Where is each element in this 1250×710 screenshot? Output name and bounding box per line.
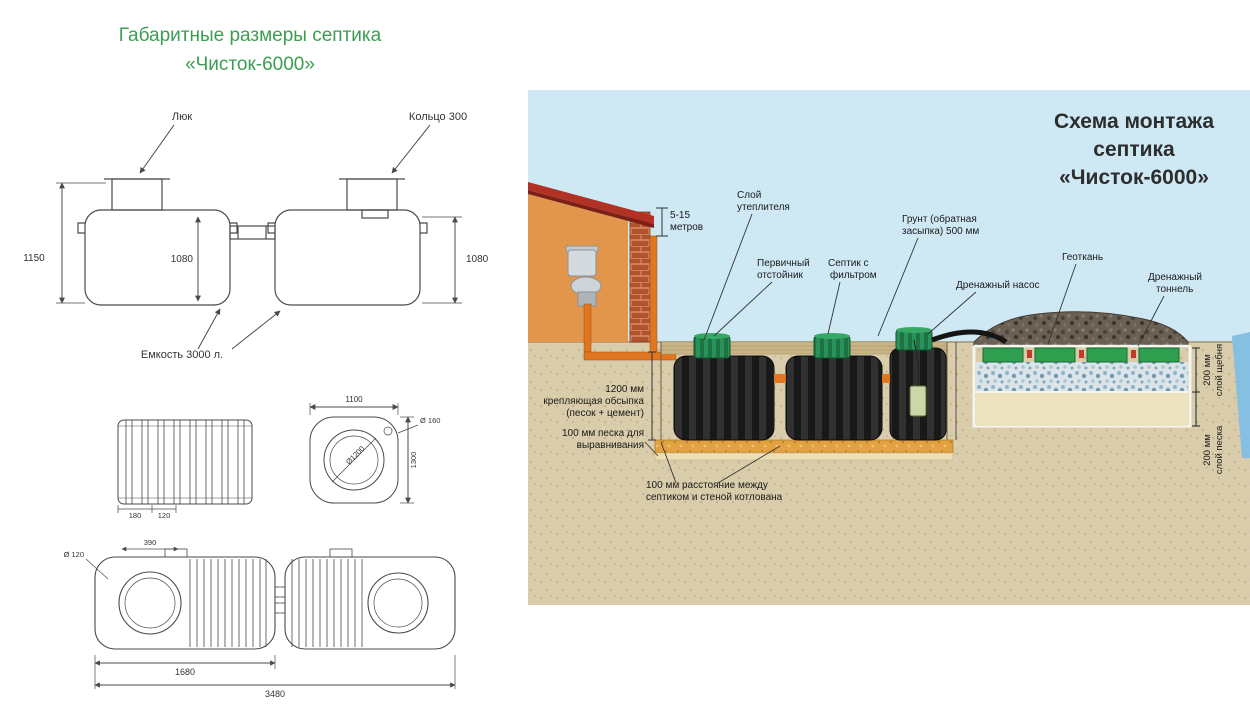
installation-scheme: 5-15 метров Слой утеплителя Первичный от… xyxy=(528,90,1250,605)
sewer-pipe xyxy=(583,235,677,361)
leveling-sand-layer xyxy=(654,452,954,461)
scheme-title-line3: «Чисток-6000» xyxy=(1059,166,1209,189)
roof xyxy=(528,182,654,224)
gravel-layer xyxy=(976,362,1188,392)
backfill-label-line2: засыпка) 500 мм xyxy=(902,226,979,237)
dimensions-title-line1: Габаритные размеры септика xyxy=(118,25,382,46)
dimension-lines-top xyxy=(56,124,462,350)
dim-1080-b: 1080 xyxy=(466,254,489,265)
primary-settler-lid xyxy=(693,335,731,359)
bedding-label-line3: (песок + цемент) xyxy=(566,408,644,419)
tunnel-markers xyxy=(1027,350,1136,358)
hatch-label: Люк xyxy=(172,111,192,123)
inter-tank-pipe-2 xyxy=(882,374,890,383)
filter-septic-label-line2: фильтром xyxy=(830,269,877,281)
clearance-label-line2: септиком и стеной котлована xyxy=(646,492,783,503)
tanks-pair-view xyxy=(85,546,456,689)
roof-edge xyxy=(528,190,654,228)
dim-1150: 1150 xyxy=(23,253,45,264)
dimensions-title: Габаритные размеры септика «Чисток-6000» xyxy=(30,22,470,79)
bedding-layer xyxy=(654,439,954,454)
dimensions-title-line2: «Чисток-6000» xyxy=(185,53,315,75)
tank-front-view xyxy=(117,419,253,513)
capacity-label: Емкость 3000 л. xyxy=(141,349,223,361)
inter-tank-pipe-1 xyxy=(774,374,786,383)
tanks-side-view xyxy=(77,178,428,306)
sand-dim-line2: слой песка xyxy=(1214,425,1225,474)
ring-label: Кольцо 300 xyxy=(409,111,467,123)
dim-180: 180 xyxy=(129,511,142,520)
pump-outlet-hose xyxy=(931,329,1008,345)
primary-settler-label-line1: Первичный xyxy=(757,258,810,269)
dim-390: 390 xyxy=(144,538,157,547)
dim-d120: Ø 120 xyxy=(64,550,84,559)
geotextile-label: Геоткань xyxy=(1062,252,1103,263)
dim-3480: 3480 xyxy=(265,689,285,699)
bedding-label-line2: крепляющая обсыпка xyxy=(543,395,644,407)
dim-d1200: Ø1200 xyxy=(344,444,366,466)
drainage-pump-device xyxy=(909,385,927,417)
gravel-dim-line2: слой щебня xyxy=(1214,344,1225,396)
tank-a-hatch xyxy=(111,178,163,211)
tank-a-outline xyxy=(84,209,231,306)
sand-layer xyxy=(976,392,1188,426)
distance-bracket xyxy=(656,207,668,237)
filter-septic-label-line1: Септик с xyxy=(828,258,869,269)
scheme-title-line1: Схема монтажа xyxy=(1054,110,1214,133)
dim-1080-a: 1080 xyxy=(171,254,194,265)
scheme-title-line2: септика xyxy=(1093,138,1175,161)
dim-1680: 1680 xyxy=(175,667,195,677)
dim-1100: 1100 xyxy=(345,395,363,404)
tunnel-label-line2: тоннель xyxy=(1156,284,1193,295)
drain-ditch-water xyxy=(1232,332,1250,458)
primary-settler-label-line2: отстойник xyxy=(757,270,804,281)
pump-cable xyxy=(913,339,919,387)
leader-lines xyxy=(660,213,1165,484)
scheme-title: Схема монтажа септика «Чисток-6000» xyxy=(1054,110,1214,189)
primary-settler-tank xyxy=(673,355,775,441)
distance-label-line1: 5-15 xyxy=(670,210,690,221)
septic-tanks xyxy=(673,327,957,441)
tank-cross-section xyxy=(309,403,419,504)
bedding-label-line1: 1200 мм xyxy=(605,384,644,395)
dimensions-drawing: Люк Кольцо 300 1150 1080 1080 Емкость 30… xyxy=(23,111,489,699)
dim-d160: Ø 160 xyxy=(420,416,440,425)
excavation-pit xyxy=(654,341,954,461)
layer-dimension-brackets xyxy=(1192,347,1200,427)
filter-septic-lid xyxy=(813,335,851,359)
brick-column xyxy=(629,211,651,343)
insulation-label-line2: утеплителя xyxy=(737,202,790,213)
insulation-label-line1: Слой xyxy=(737,190,761,201)
pump-label: Дренажный насос xyxy=(956,280,1040,291)
tank-b-outline xyxy=(274,209,421,306)
gravel-dim-line1: 200 мм xyxy=(1202,354,1213,386)
toilet xyxy=(565,245,602,307)
filter-septic-tank xyxy=(785,355,883,441)
tank-b-ring xyxy=(346,178,398,211)
dim-1300: 1300 xyxy=(409,452,418,469)
dim-120: 120 xyxy=(158,511,171,520)
sand-dim-line1: 200 мм xyxy=(1202,434,1213,466)
drainage-tunnels xyxy=(982,347,1180,363)
clearance-label-line1: 100 мм расстояние между xyxy=(646,480,768,491)
tunnel-label-line1: Дренажный xyxy=(1148,272,1202,283)
distance-label-line2: метров xyxy=(670,222,703,233)
backfill-label-line1: Грунт (обратная xyxy=(902,213,977,225)
gravel-mound xyxy=(973,311,1189,347)
bedding-bracket xyxy=(644,351,659,457)
leveling-label-line2: выравнивания xyxy=(577,440,644,451)
drainage-field xyxy=(931,311,1200,428)
leveling-label-line1: 100 мм песка для xyxy=(562,428,644,439)
